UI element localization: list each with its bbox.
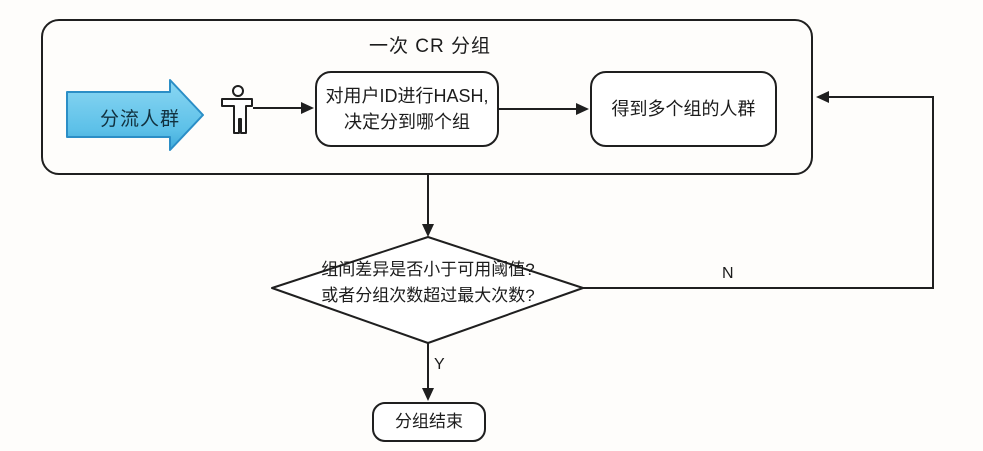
- edge-person-to-hash: [253, 102, 314, 114]
- hash-line2: 决定分到哪个组: [344, 112, 470, 132]
- hash-line1: 对用户ID进行HASH,: [325, 85, 489, 106]
- source-arrow-label: 分流人群: [99, 109, 180, 130]
- person-icon: [221, 85, 253, 134]
- node-hash-process: 对用户ID进行HASH, 决定分到哪个组: [315, 71, 499, 147]
- branch-label-no: N: [722, 265, 734, 282]
- decision-line1: 组间差异是否小于可用阈值?: [321, 260, 535, 279]
- end-label: 分组结束: [395, 411, 463, 431]
- cr-grouping-container: [41, 19, 813, 175]
- result-label: 得到多个组的人群: [611, 98, 756, 119]
- edge-container-to-decision: [422, 175, 434, 237]
- decision-line2: 或者分组次数超过最大次数?: [321, 286, 535, 305]
- thick-right-arrow-icon: [66, 79, 204, 151]
- decision-text: 组间差异是否小于可用阈值? 或者分组次数超过最大次数?: [280, 257, 576, 309]
- node-groups-result: 得到多个组的人群: [590, 71, 777, 147]
- edge-yes: [422, 343, 434, 401]
- branch-label-yes: Y: [434, 356, 445, 373]
- edge-hash-to-result: [499, 103, 589, 115]
- edge-no-loop: [583, 91, 934, 289]
- node-grouping-end: 分组结束: [372, 402, 486, 442]
- container-title: 一次 CR 分组: [368, 36, 491, 57]
